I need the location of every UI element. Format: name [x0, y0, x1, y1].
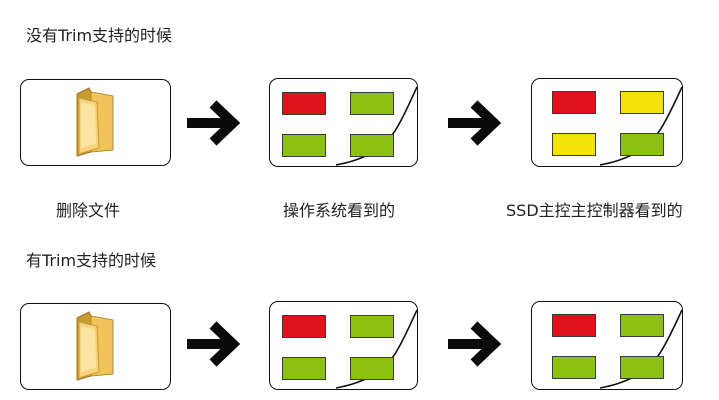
folder-icon — [76, 87, 114, 157]
block — [620, 91, 664, 114]
block — [552, 314, 596, 337]
block — [282, 134, 326, 157]
block — [620, 133, 664, 156]
block — [282, 315, 326, 338]
file-panel-with-trim — [20, 303, 171, 390]
section-title-no-trim: 没有Trim支持的时候 — [26, 26, 173, 45]
block — [350, 357, 394, 380]
section-title-with-trim: 有Trim支持的时候 — [26, 251, 157, 270]
caption-os-view: 操作系统看到的 — [283, 201, 396, 220]
os-view-panel-no-trim — [269, 78, 418, 167]
block — [350, 134, 394, 157]
block — [282, 357, 326, 380]
ssd-view-panel-no-trim — [531, 78, 683, 167]
ssd-view-panel-with-trim — [531, 301, 683, 390]
block — [620, 356, 664, 379]
block — [620, 314, 664, 337]
block — [552, 356, 596, 379]
file-panel-no-trim — [20, 79, 171, 166]
os-view-panel-with-trim — [269, 301, 418, 390]
block — [552, 133, 596, 156]
caption-ssd-view: SSD主控主控制器看到的 — [506, 201, 683, 220]
caption-delete-file: 删除文件 — [56, 201, 121, 220]
block — [282, 92, 326, 115]
block — [350, 92, 394, 115]
block — [350, 315, 394, 338]
folder-icon — [76, 311, 114, 381]
right-arrow-icon — [448, 321, 502, 367]
right-arrow-icon — [187, 321, 241, 367]
right-arrow-icon — [448, 100, 502, 146]
right-arrow-icon — [187, 100, 241, 146]
block — [552, 91, 596, 114]
